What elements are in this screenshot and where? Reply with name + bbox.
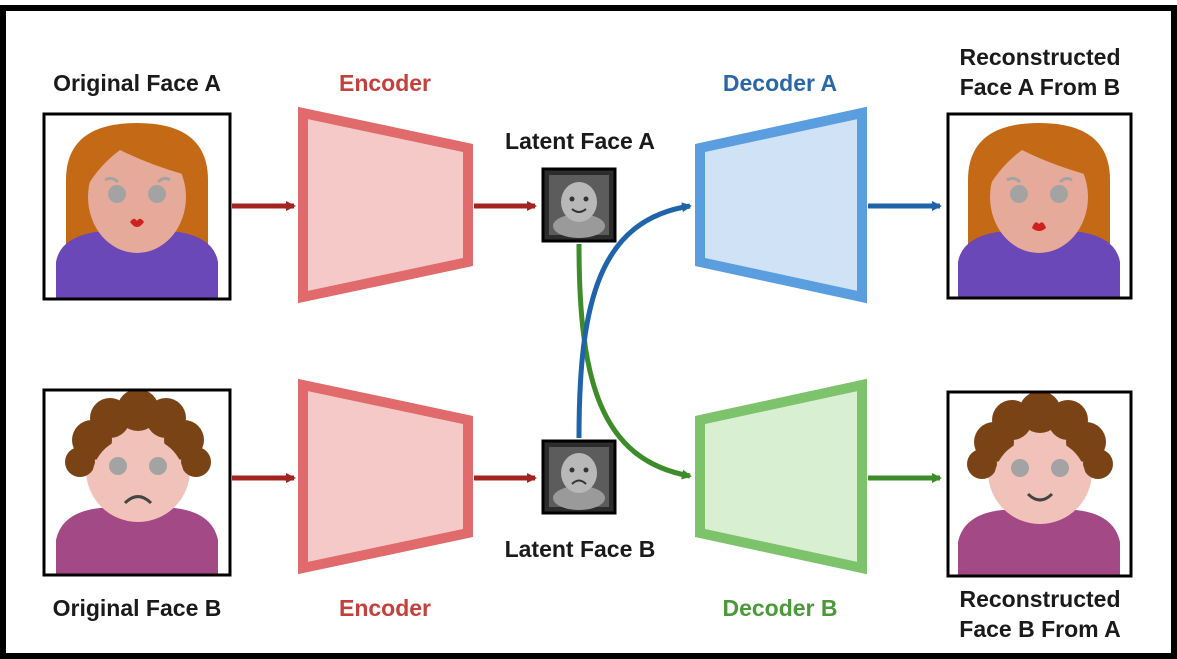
encoder-top-shape: [298, 106, 473, 304]
latent-face-a-image: [541, 167, 617, 243]
latent-face-b-image: [541, 439, 617, 515]
label-encoder-bottom: Encoder: [338, 595, 432, 621]
label-reconstructed-a-line1: Reconstructed: [959, 44, 1121, 70]
label-encoder-top: Encoder: [338, 70, 432, 96]
label-reconstructed-a-line2: Face A From B: [959, 74, 1121, 100]
reconstructed-face-b-image: [946, 390, 1133, 578]
label-decoder-a: Decoder A: [722, 70, 838, 96]
original-face-a-image: [42, 112, 232, 301]
original-face-b-image: [42, 388, 232, 577]
label-reconstructed-b-line1: Reconstructed: [959, 586, 1121, 612]
label-latent-face-a: Latent Face A: [505, 128, 655, 154]
label-reconstructed-b-line2: Face B From A: [959, 616, 1121, 642]
reconstructed-face-a-image: [946, 112, 1133, 300]
diagram-frame: [0, 5, 1177, 659]
label-original-face-a: Original Face A: [53, 70, 221, 96]
arrow-latent-a-to-decoder-b: [576, 243, 692, 480]
label-original-face-b: Original Face B: [52, 595, 222, 621]
decoder-b-shape: [695, 378, 867, 575]
label-latent-face-b: Latent Face B: [504, 536, 656, 562]
decoder-a-shape: [695, 106, 867, 304]
label-decoder-b: Decoder B: [722, 595, 838, 621]
arrow-latent-b-to-decoder-a: [576, 202, 692, 439]
encoder-bottom-shape: [298, 378, 473, 575]
